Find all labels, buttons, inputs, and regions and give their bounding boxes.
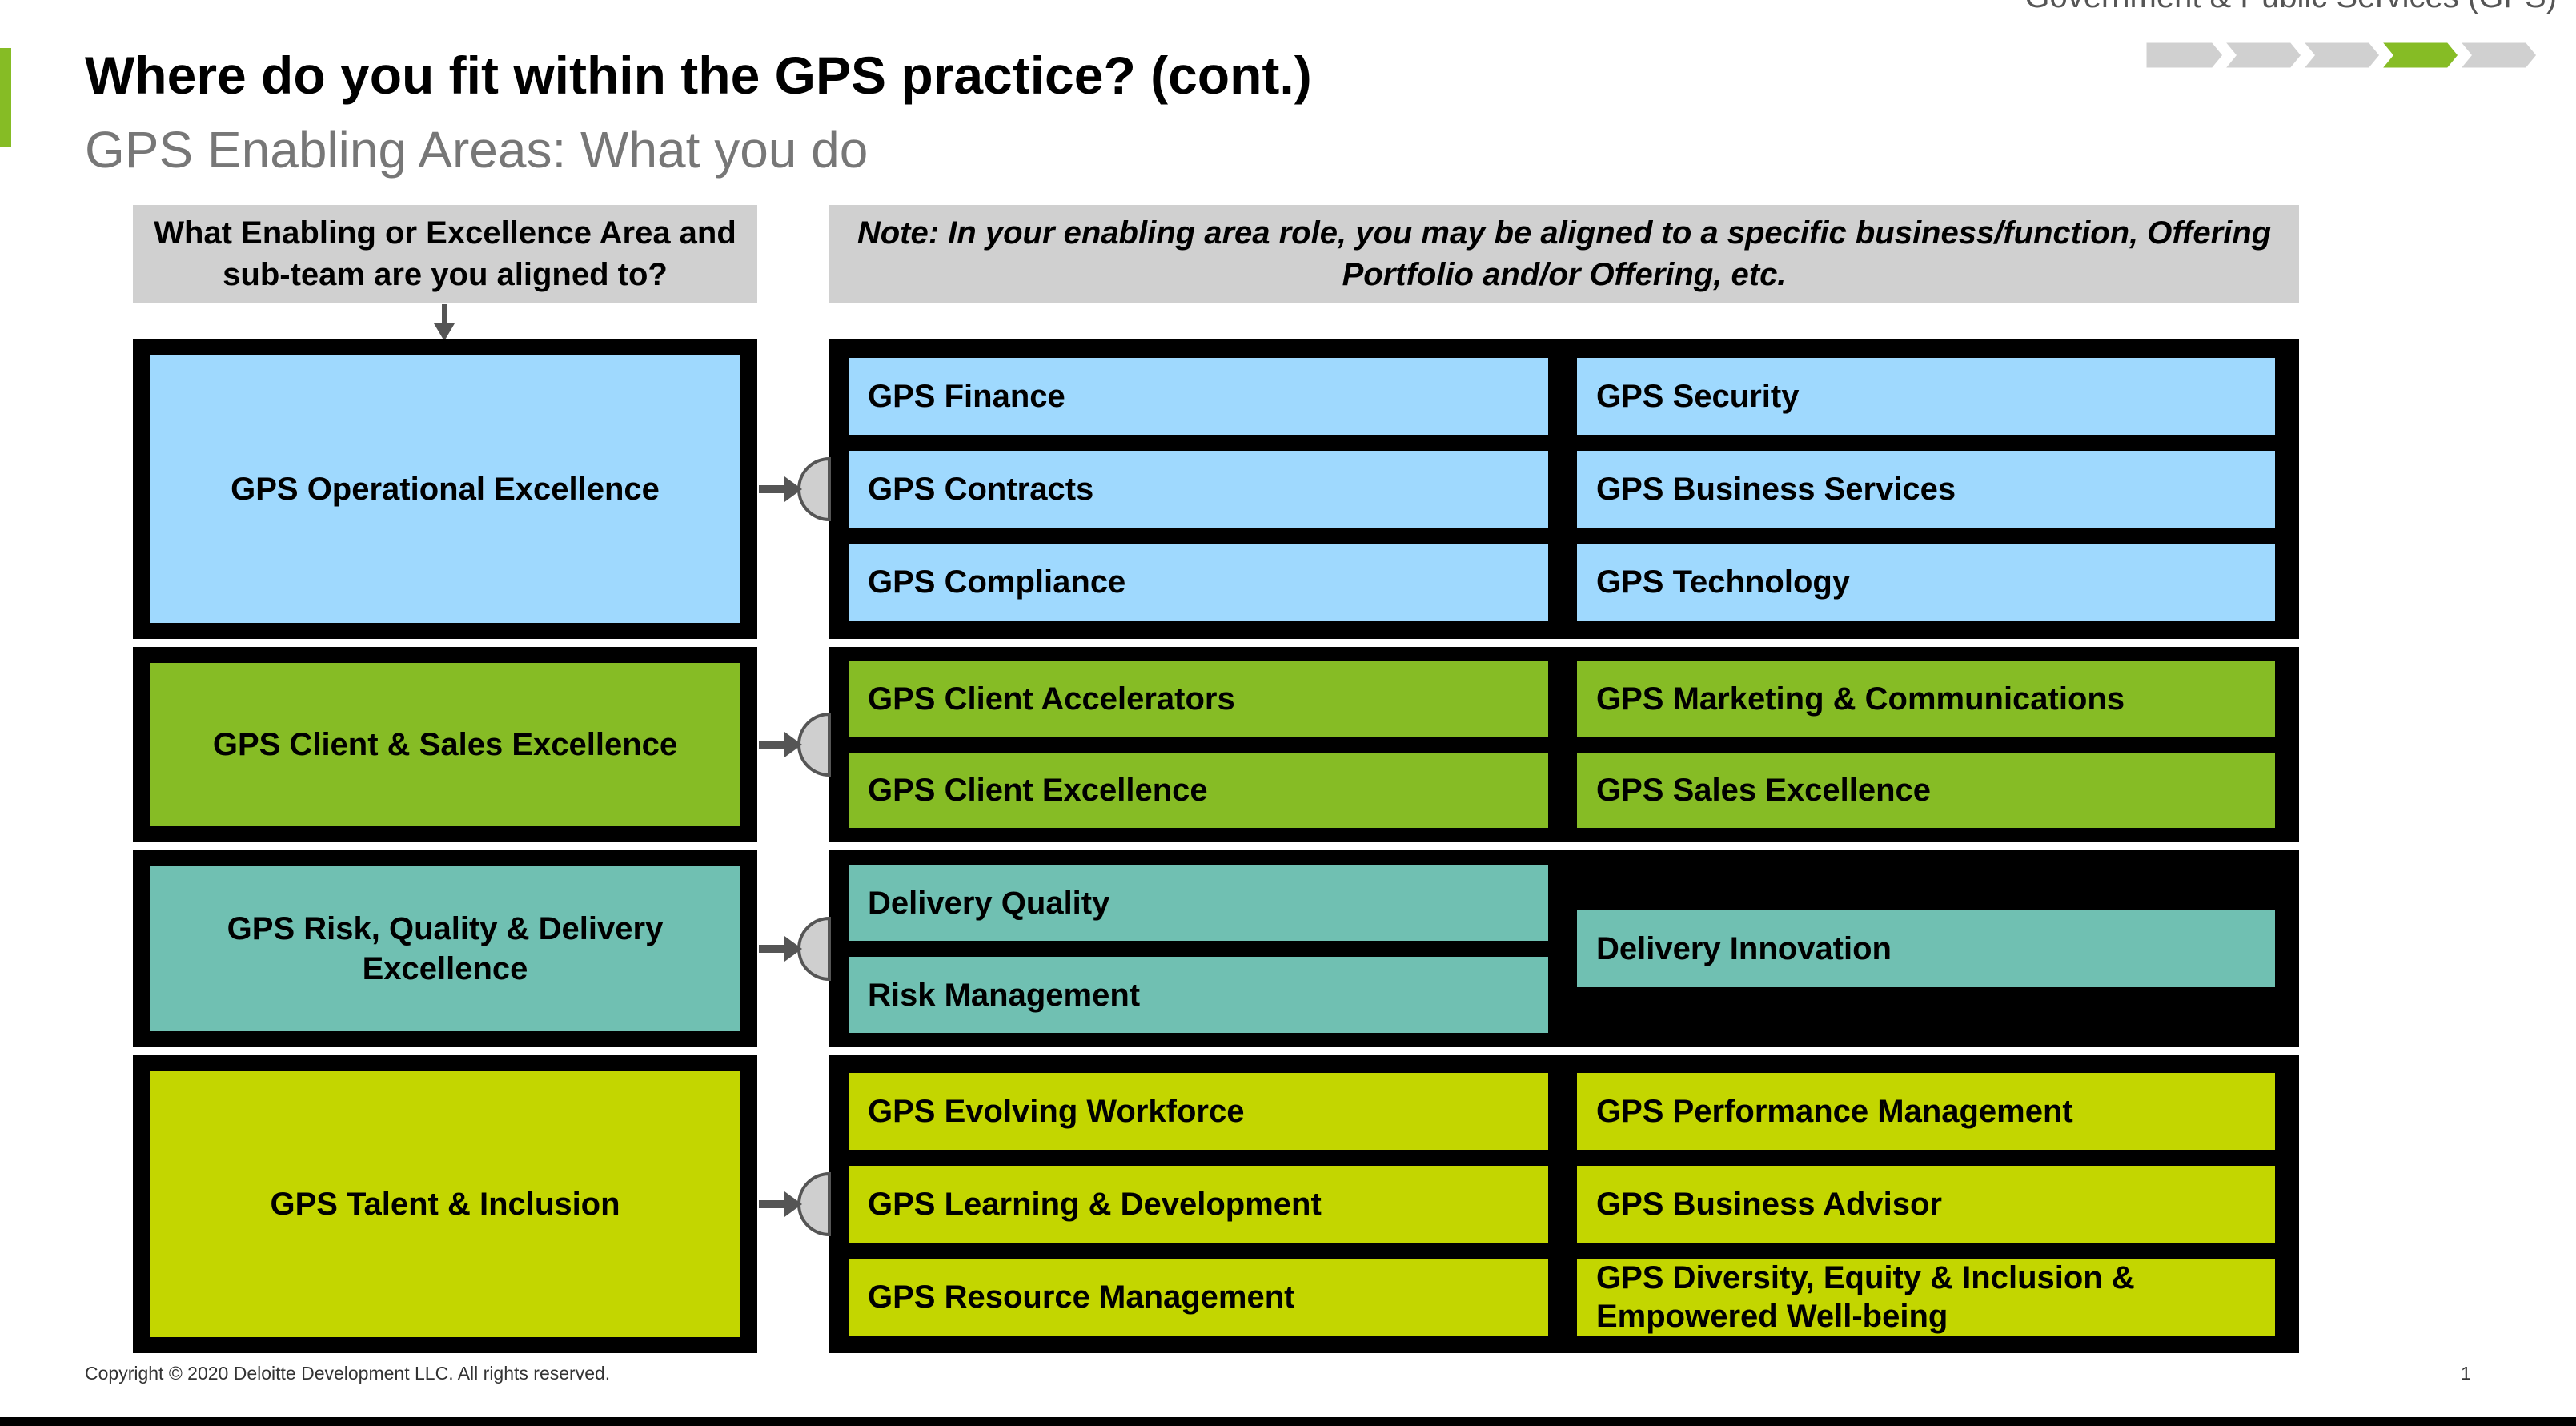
sub-team-gps-finance: GPS Finance xyxy=(849,358,1548,435)
sub-team-label: GPS Business Services xyxy=(1596,472,1956,507)
sub-team-gps-business-advisor: GPS Business Advisor xyxy=(1577,1166,2275,1243)
sub-team-label: GPS Finance xyxy=(868,379,1065,414)
sub-team-gps-resource-management: GPS Resource Management xyxy=(849,1259,1548,1336)
header-tag: Government & Public Services (GPS) xyxy=(2024,0,2557,15)
sub-team-label: GPS Contracts xyxy=(868,472,1094,507)
page-number: 1 xyxy=(2461,1363,2471,1384)
connector-arrow-icon xyxy=(757,456,837,522)
sub-team-label: GPS Resource Management xyxy=(868,1279,1295,1315)
left-column-header: What Enabling or Excellence Area and sub… xyxy=(133,205,757,303)
category-gps-client-and-sales-excellence: GPS Client & Sales Excellence xyxy=(150,663,740,826)
sub-team-label: GPS Security xyxy=(1596,379,1800,414)
sub-team-gps-compliance: GPS Compliance xyxy=(849,544,1548,621)
bottom-rule xyxy=(0,1417,2576,1426)
progress-chevrons xyxy=(2145,42,2538,69)
progress-step-4 xyxy=(2379,42,2461,69)
copyright-footer: Copyright © 2020 Deloitte Development LL… xyxy=(85,1363,611,1384)
progress-step-5 xyxy=(2458,42,2538,69)
sub-team-label: Delivery Innovation xyxy=(1596,931,1892,966)
sub-team-gps-client-accelerators: GPS Client Accelerators xyxy=(849,661,1548,737)
category-label: GPS Risk, Quality & Delivery Excellence xyxy=(227,911,664,986)
sub-team-label: GPS Evolving Workforce xyxy=(868,1094,1245,1129)
category-gps-talent-and-inclusion: GPS Talent & Inclusion xyxy=(150,1071,740,1337)
sub-team-label: GPS Client Accelerators xyxy=(868,681,1235,717)
sub-team-gps-technology: GPS Technology xyxy=(1577,544,2275,621)
page-title: Where do you fit within the GPS practice… xyxy=(85,46,1312,105)
right-column-header-note: Note: In your enabling area role, you ma… xyxy=(829,205,2299,303)
sub-team-label: GPS Client Excellence xyxy=(868,773,1208,808)
sub-team-gps-learning-and-development: GPS Learning & Development xyxy=(849,1166,1548,1243)
progress-step-1 xyxy=(2145,42,2225,69)
category-gps-operational-excellence: GPS Operational Excellence xyxy=(150,355,740,623)
sub-team-gps-contracts: GPS Contracts xyxy=(849,451,1548,528)
page-subtitle: GPS Enabling Areas: What you do xyxy=(85,121,869,179)
progress-step-2 xyxy=(2222,42,2304,69)
sub-team-gps-marketing-and-communications: GPS Marketing & Communications xyxy=(1577,661,2275,737)
left-column-header-text: What Enabling or Excellence Area and sub… xyxy=(154,215,736,292)
connector-arrow-icon xyxy=(757,712,837,777)
sub-team-label: GPS Business Advisor xyxy=(1596,1187,1942,1222)
accent-bar xyxy=(0,48,11,147)
sub-team-label: GPS Learning & Development xyxy=(868,1187,1322,1222)
sub-team-label: Risk Management xyxy=(868,977,1141,1013)
sub-team-label: GPS Marketing & Communications xyxy=(1596,681,2125,717)
right-column-header-text: Note: In your enabling area role, you ma… xyxy=(857,215,2272,292)
sub-team-label: Delivery Quality xyxy=(868,885,1110,921)
connector-arrow-icon xyxy=(757,916,837,982)
down-arrow-icon xyxy=(434,304,455,341)
progress-step-3 xyxy=(2301,42,2382,69)
sub-team-gps-business-services: GPS Business Services xyxy=(1577,451,2275,528)
category-label: GPS Talent & Inclusion xyxy=(270,1187,620,1222)
sub-team-label: GPS Sales Excellence xyxy=(1596,773,1932,808)
sub-team-delivery-innovation: Delivery Innovation xyxy=(1577,910,2275,987)
sub-team-gps-sales-excellence: GPS Sales Excellence xyxy=(1577,753,2275,828)
sub-team-label: GPS Technology xyxy=(1596,564,1851,600)
sub-team-gps-client-excellence: GPS Client Excellence xyxy=(849,753,1548,828)
sub-team-delivery-quality: Delivery Quality xyxy=(849,865,1548,941)
sub-team-risk-management: Risk Management xyxy=(849,957,1548,1033)
connector-arrow-icon xyxy=(757,1171,837,1237)
sub-team-gps-security: GPS Security xyxy=(1577,358,2275,435)
sub-team-label: GPS Diversity, Equity & Inclusion & Empo… xyxy=(1596,1260,2135,1334)
sub-team-label: GPS Performance Management xyxy=(1596,1094,2073,1129)
category-gps-risk-quality-and-delivery-excellence: GPS Risk, Quality & Delivery Excellence xyxy=(150,866,740,1031)
category-label: GPS Operational Excellence xyxy=(231,472,660,507)
sub-team-gps-diversity-equity-and-inclusion-and-empowered-well-being: GPS Diversity, Equity & Inclusion & Empo… xyxy=(1577,1259,2275,1336)
sub-team-gps-performance-management: GPS Performance Management xyxy=(1577,1073,2275,1150)
sub-team-label: GPS Compliance xyxy=(868,564,1126,600)
category-label: GPS Client & Sales Excellence xyxy=(212,727,678,762)
sub-team-gps-evolving-workforce: GPS Evolving Workforce xyxy=(849,1073,1548,1150)
